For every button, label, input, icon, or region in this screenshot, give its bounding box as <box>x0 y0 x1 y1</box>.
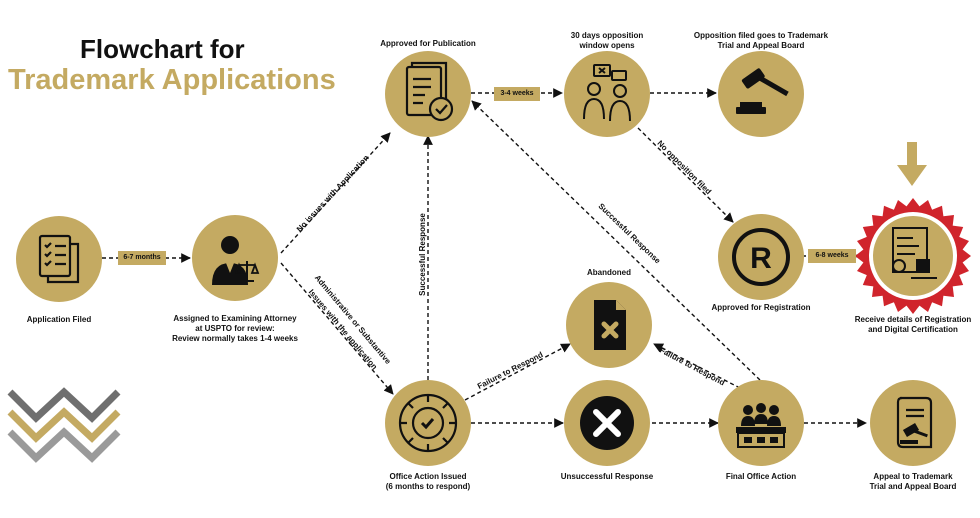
label-office-action-issued: Office Action Issued (6 months to respon… <box>385 472 471 491</box>
label-appeal-to-board: Appeal to Trademark Trial and Appeal Boa… <box>869 472 957 491</box>
duration-registration-to-certificate: 6-8 weeks <box>808 249 856 263</box>
node-unsuccessful-response <box>564 380 650 466</box>
edge-opposition-to-registration <box>637 127 734 223</box>
duration-filed-to-assigned: 6-7 months <box>118 251 166 265</box>
duration-publication-to-opposition: 3-4 weeks <box>494 87 540 101</box>
label-abandoned: Abandoned <box>587 268 631 277</box>
certificate-seal <box>855 198 971 314</box>
x-circle-icon <box>580 396 634 450</box>
edge-assigned-to-office-action <box>280 262 394 395</box>
node-approved-for-registration: R <box>718 214 804 300</box>
node-approved-for-publication <box>385 51 471 137</box>
label-approved-for-registration: Approved for Registration <box>711 303 811 312</box>
checklist-approved-icon <box>405 61 454 122</box>
edge-label-successful-vertical: Successful Response <box>417 213 427 296</box>
edge-final-to-publication <box>471 100 761 381</box>
title-line-1: Flowchart for <box>80 34 245 64</box>
label-unsuccessful-response: Unsuccessful Response <box>560 472 654 481</box>
label-assigned-to-attorney: Assigned to Examining Attorney at USPTO … <box>172 314 298 343</box>
abandoned-file-icon <box>594 300 626 350</box>
node-abandoned <box>566 282 652 368</box>
title-line-2: Trademark Applications <box>8 64 336 96</box>
gear-check-icon <box>398 393 458 453</box>
node-opposition-window <box>564 51 650 137</box>
registered-mark-icon: R <box>732 228 790 286</box>
edge-final-to-abandoned <box>653 343 741 389</box>
label-application-filed: Application Filed <box>26 315 92 324</box>
node-opposition-filed <box>718 51 804 137</box>
certificate-stamp-icon <box>892 227 937 279</box>
node-assigned-to-attorney <box>192 215 278 301</box>
gavel-icon <box>736 68 789 114</box>
node-application-filed <box>16 216 102 302</box>
node-final-office-action <box>718 380 804 466</box>
svg-text:R: R <box>750 242 772 275</box>
node-appeal-to-board <box>870 380 956 466</box>
attorney-with-scales-icon <box>212 236 260 285</box>
label-final-office-action: Final Office Action <box>725 472 797 481</box>
judges-panel-icon <box>736 403 786 448</box>
label-receive-details: Receive details of Registration and Digi… <box>854 315 972 334</box>
edge-office-action-to-abandoned <box>464 343 571 401</box>
label-opposition-filed: Opposition filed goes to Trademark Trial… <box>693 31 829 50</box>
label-opposition-window: 30 days opposition window opens <box>570 31 644 50</box>
document-list-icon <box>38 234 80 284</box>
appeal-scroll-icon <box>896 396 933 449</box>
node-office-action-issued <box>385 380 471 466</box>
label-approved-for-publication: Approved for Publication <box>380 39 476 48</box>
edge-assigned-to-publication <box>280 132 391 254</box>
people-discussing-icon <box>583 64 631 122</box>
chevron-logo-icon <box>7 387 121 463</box>
